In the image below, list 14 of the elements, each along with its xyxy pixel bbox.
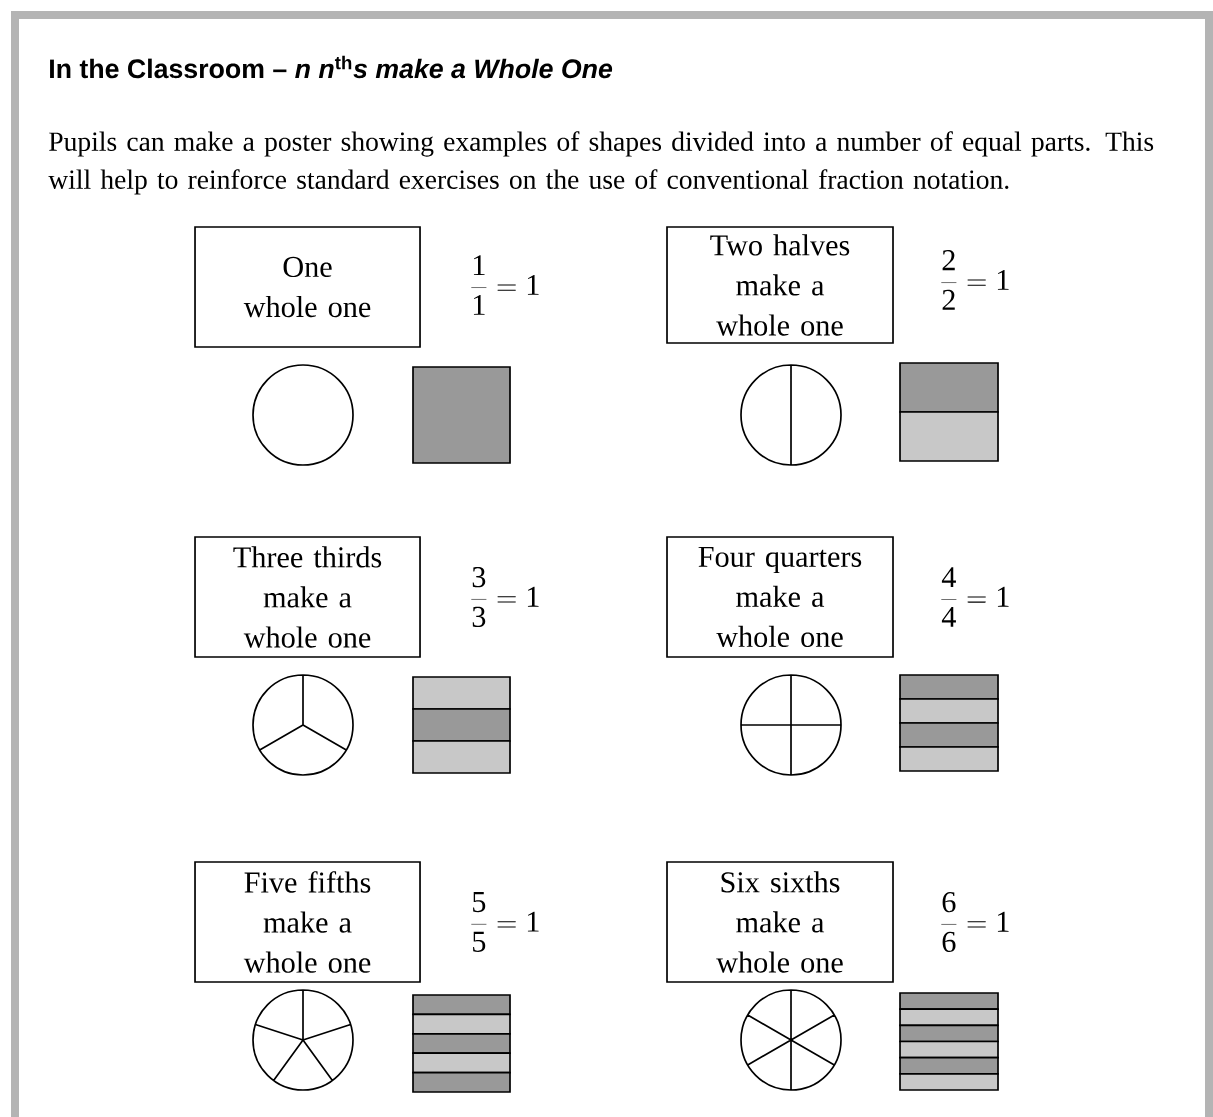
fraction-equation: $\frac{3}{3} = 1$ [471, 566, 539, 627]
text-box: Three thirds make a whole one [194, 536, 421, 658]
text-box: One whole one [194, 226, 421, 348]
fraction-equation: $\frac{6}{6} = 1$ [941, 891, 1009, 952]
fraction-equation: $\frac{5}{5} = 1$ [471, 892, 539, 952]
text-box: Five fifths make a whole one [194, 861, 421, 983]
intro-paragraph: Pupils can make a poster showing examples of shapes divided into a number of equal parts. This will help to reinforce standard exercises on the use of conventional fraction notation. [48, 131, 1154, 195]
fraction-equation: $\frac{1}{1} = 1$ [471, 255, 539, 315]
fraction-equation: $\frac{2}{2} = 1$ [941, 250, 1009, 310]
text-box: Two halves make a whole one [666, 226, 894, 344]
title: In the Classroom – n n$^{th}$s make a Whole One [50, 55, 613, 79]
fraction-equation: $\frac{4}{4} = 1$ [941, 567, 1009, 627]
text-box: Four quarters make a whole one [666, 536, 894, 658]
text-box: Six sixths make a whole one [666, 861, 894, 983]
